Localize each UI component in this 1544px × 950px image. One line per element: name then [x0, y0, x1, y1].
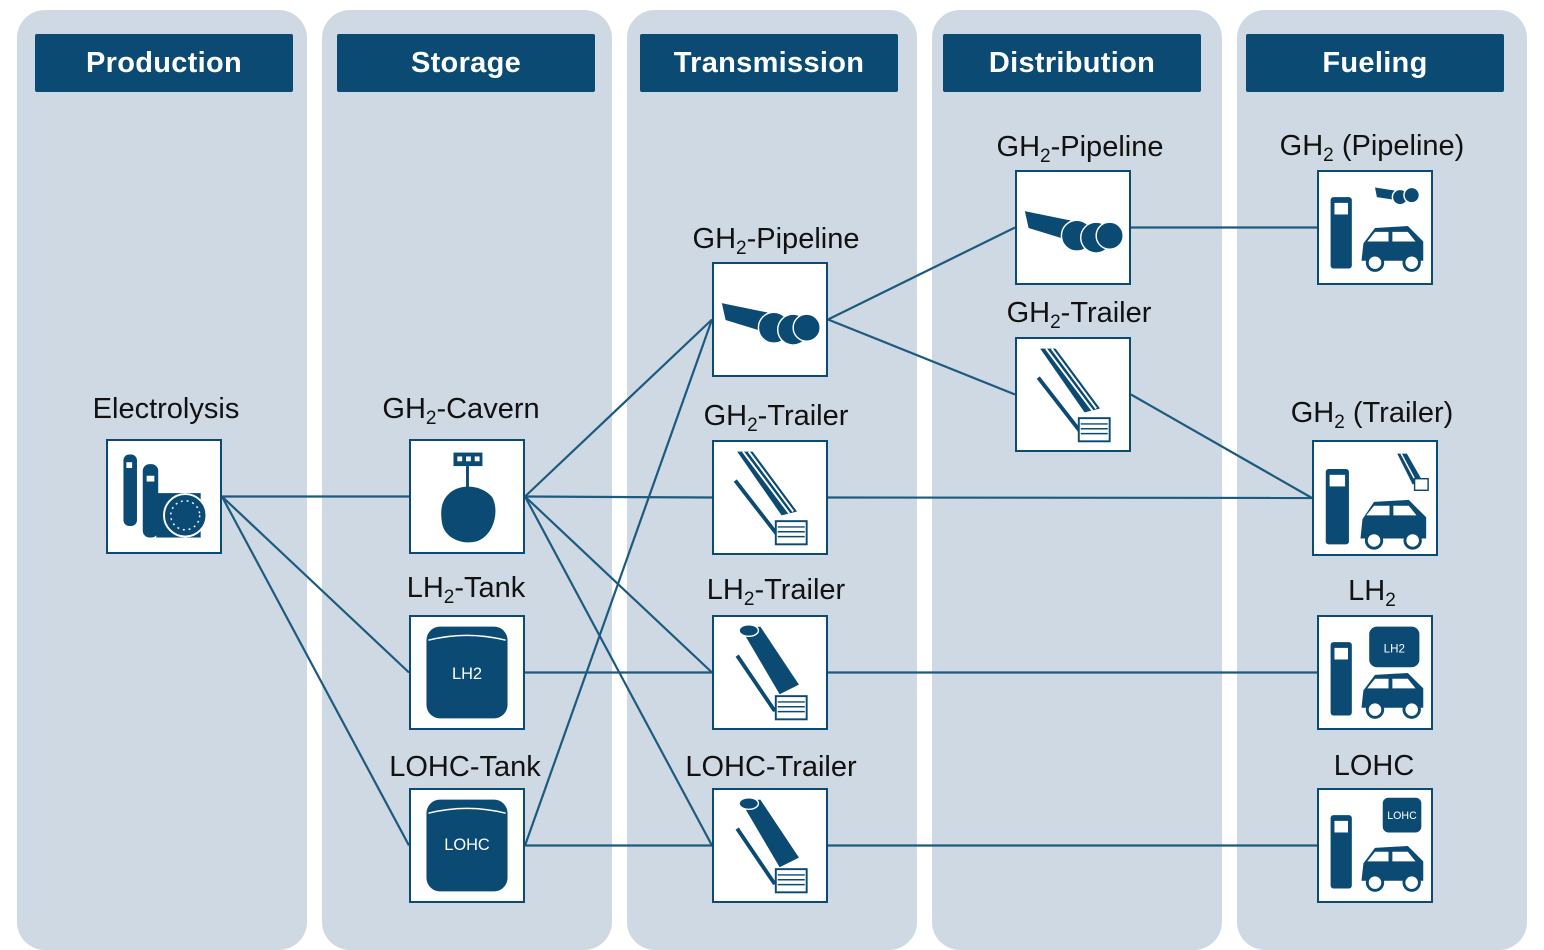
tank-icon: LH2 [426, 626, 508, 719]
tank-trailer-icon [735, 623, 808, 721]
tank-label-lh2: LH2 [452, 665, 482, 683]
label-fueling-gh2-pipeline: GH2 (Pipeline) [1279, 130, 1465, 166]
fuel-station-pipeline-icon [1330, 186, 1424, 272]
label-distribution-gh2-pipeline: GH2-Pipeline [996, 131, 1164, 167]
fuel-station-trailer-icon [1325, 453, 1429, 550]
fuel-station-tank-icon: LOHC [1330, 797, 1424, 892]
edge-gh2_cavern-to-t_gh2_trailer [524, 495, 713, 499]
fueling-lh2-node: LH2 [1317, 615, 1433, 730]
edge-t_gh2_pipeline-to-d_gh2_trailer [827, 318, 1016, 396]
fueling-gh2-trailer-node [1312, 440, 1438, 556]
edge-gh2_cavern-to-t_gh2_pipeline [524, 318, 713, 498]
cavern-icon [441, 452, 496, 543]
label-transmission-lohc-trailer: LOHC-Trailer [685, 751, 857, 783]
stage-header-production: Production [35, 34, 293, 92]
pipeline-icon [1024, 210, 1124, 254]
stage-header-transmission: Transmission [640, 34, 898, 92]
label-lohc-tank: LOHC-Tank [389, 751, 541, 783]
transmission-gh2-pipeline-node [712, 262, 828, 377]
label-fueling-gh2-trailer: GH2 (Trailer) [1290, 397, 1454, 433]
stage-header-distribution: Distribution [943, 34, 1201, 92]
pipeline-icon [721, 302, 821, 346]
tank-icon: LOHC [426, 799, 508, 892]
lh2-tank-node: LH2 [409, 615, 525, 730]
label-transmission-lh2-trailer: LH2-Trailer [706, 574, 846, 610]
edge-lohc_tank-to-t_gh2_pipeline [523, 319, 714, 846]
transmission-gh2-trailer-node [712, 440, 828, 555]
gh2-cavern-node [409, 439, 525, 554]
tank-label-lh2: LH2 [1384, 644, 1405, 656]
label-fueling-lohc: LOHC [1333, 750, 1415, 782]
stage-header-fueling: Fueling [1246, 34, 1504, 92]
distribution-gh2-pipeline-node [1015, 170, 1131, 285]
label-fueling-lh2: LH2 [1348, 575, 1396, 611]
stage-header-storage: Storage [337, 34, 595, 92]
tank-trailer-icon [735, 796, 808, 894]
edge-t_gh2_pipeline-to-d_gh2_pipeline [827, 226, 1016, 321]
label-gh2-cavern: GH2-Cavern [382, 393, 540, 429]
tube-trailer-icon [1036, 348, 1111, 443]
edge-electrolysis-to-lohc_tank [221, 495, 410, 847]
edge-d_gh2_trailer-to-f_gh2_trailer [1130, 393, 1313, 499]
electrolysis-node [106, 439, 222, 554]
edge-gh2_cavern-to-t_lohc_trailer [524, 495, 713, 847]
transmission-lohc-trailer-node [712, 788, 828, 903]
fueling-lohc-node: LOHC [1317, 788, 1433, 903]
connection-lines [221, 226, 1317, 847]
transmission-lh2-trailer-node [712, 615, 828, 730]
electrolyzer-icon [123, 454, 208, 538]
stage-panel-distribution [932, 10, 1222, 950]
edge-electrolysis-to-lh2_tank [221, 495, 410, 674]
tube-trailer-icon [733, 451, 808, 546]
label-distribution-gh2-trailer: GH2-Trailer [1006, 297, 1152, 333]
tank-label-lohc: LOHC [1387, 810, 1417, 822]
label-transmission-gh2-trailer: GH2-Trailer [703, 400, 849, 436]
edge-t_gh2_trailer-to-f_gh2_trailer [827, 496, 1313, 500]
label-electrolysis: Electrolysis [92, 393, 240, 425]
tank-label-lohc: LOHC [444, 836, 490, 854]
label-transmission-gh2-pipeline: GH2-Pipeline [692, 223, 860, 259]
fuel-station-tank-icon: LH2 [1330, 626, 1424, 719]
fueling-gh2-pipeline-node [1317, 170, 1433, 285]
lohc-tank-node: LOHC [409, 788, 525, 903]
label-lh2-tank: LH2-Tank [406, 572, 526, 608]
distribution-gh2-trailer-node [1015, 337, 1131, 452]
